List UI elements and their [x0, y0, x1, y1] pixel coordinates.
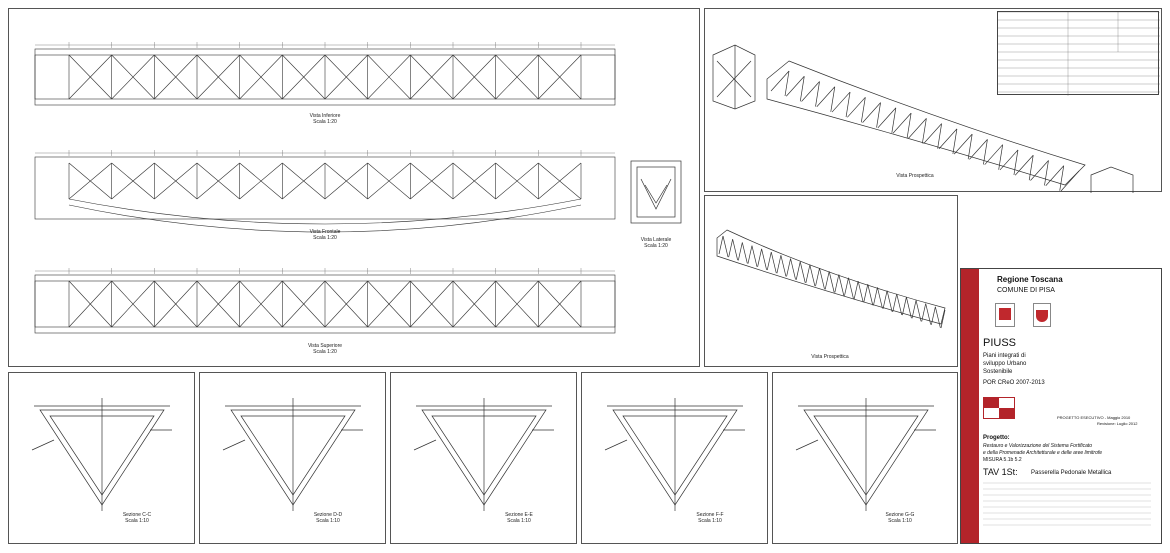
- perspective-panel-1: Vista Prospettica: [704, 8, 1162, 193]
- main-views-drawing: [34, 42, 682, 334]
- regione-toscana-logo: [995, 303, 1015, 327]
- truss-inferiore: [34, 48, 616, 106]
- program-name: PIUSS: [983, 337, 1017, 349]
- materials-legend: [997, 11, 1160, 96]
- project-revision: Revisione: Luglio 2012: [1097, 421, 1138, 426]
- program-desc-1: Piani integrati di: [983, 353, 1026, 359]
- title-block-credits: [983, 482, 1151, 526]
- pisa-coat-of-arms-logo: [1033, 303, 1051, 327]
- prospettica-2-caption: Vista Prospettica: [811, 354, 849, 360]
- measure-label: MISURA 5.1b 5.2: [983, 457, 1022, 463]
- section-panel-e: [390, 372, 577, 544]
- perspective-drawing-2: [716, 229, 946, 329]
- piuss-logo: [983, 397, 1015, 419]
- truss-superiore: [34, 274, 616, 334]
- section-panel-c: [8, 372, 195, 544]
- section-panel-g: [772, 372, 958, 544]
- comune-name: COMUNE DI PISA: [997, 287, 1055, 294]
- program-desc-2: sviluppo Urbano: [983, 361, 1027, 367]
- perspective-panel-2: Vista Prospettica: [704, 195, 958, 367]
- truss-frontale: [34, 156, 616, 233]
- project-heading: Progetto:: [983, 435, 1010, 441]
- project-phase: PROGETTO ESECUTIVO - Maggio 2010: [1057, 415, 1131, 420]
- program-desc-3: Sostenibile: [983, 369, 1013, 375]
- project-line-1: Restauro e Valorizzazione del Sistema Fo…: [983, 443, 1093, 449]
- title-block-red-bar: [961, 269, 979, 543]
- title-block: Regione Toscana COMUNE DI PISA PIUSS Pia…: [960, 268, 1162, 544]
- region-name: Regione Toscana: [997, 275, 1063, 284]
- por-label: POR CReO 2007-2013: [983, 380, 1045, 386]
- perspective-drawing-1: [712, 44, 1134, 193]
- truss-laterale: [630, 160, 682, 224]
- table-title: Passerella Pedonale Metallica: [1031, 470, 1112, 476]
- section-panel-f: [581, 372, 768, 544]
- project-line-2: e della Promenade Architetturale e delle…: [983, 450, 1103, 456]
- section-panel-d: [199, 372, 386, 544]
- table-code: TAV 1St:: [983, 467, 1018, 477]
- prospettica-1-caption: Vista Prospettica: [896, 173, 934, 179]
